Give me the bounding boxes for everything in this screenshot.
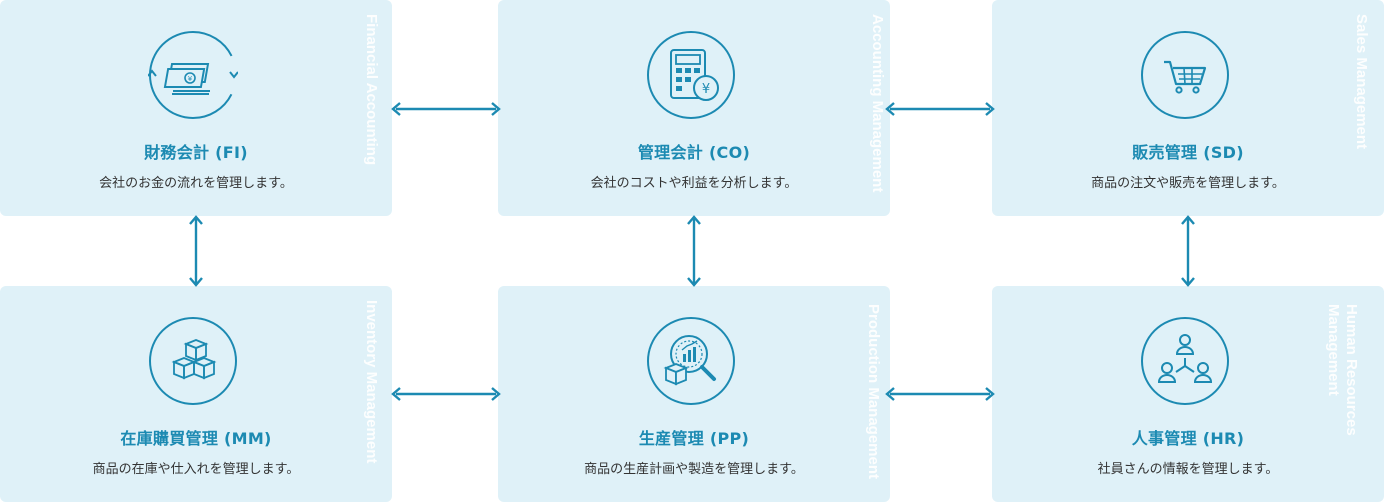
module-title: 在庫購買管理 (MM) [120, 429, 272, 448]
module-card-hr: 人事管理 (HR) 社員さんの情報を管理します。 Human Resources… [992, 286, 1384, 502]
arrow-mm-pp [390, 386, 502, 402]
module-english-label: Sales Management [1353, 14, 1370, 150]
magnifier-chart-box-icon [646, 316, 736, 406]
arrow-fi-mm [188, 214, 204, 288]
module-english-label: Financial Accounting [363, 14, 380, 166]
stacked-boxes-icon [148, 316, 238, 406]
module-english-label: Inventory Management [363, 300, 380, 464]
module-title: 販売管理 (SD) [1132, 143, 1244, 162]
calculator-yen-icon: ¥ [646, 30, 736, 120]
module-english-label: Human Resources Management [1325, 304, 1360, 436]
module-english-label: Production Management [865, 304, 882, 480]
arrow-co-pp [686, 214, 702, 288]
people-hierarchy-icon [1140, 316, 1230, 406]
arrow-fi-co [390, 101, 502, 117]
module-description: 商品の在庫や仕入れを管理します。 [92, 462, 300, 477]
module-title: 人事管理 (HR) [1131, 429, 1245, 448]
arrow-co-sd [884, 101, 996, 117]
module-title: 財務会計 (FI) [144, 143, 248, 162]
module-description: 会社のお金の流れを管理します。 [99, 176, 293, 191]
module-description: 会社のコストや利益を分析します。 [590, 176, 798, 191]
module-description: 商品の注文や販売を管理します。 [1091, 176, 1285, 191]
svg-text:¥: ¥ [702, 82, 710, 97]
module-card-fi: ¥ 財務会計 (FI) 会社のお金の流れを管理します。 Financial Ac… [0, 0, 392, 216]
module-english-label: Accounting Management [869, 14, 886, 193]
svg-text:¥: ¥ [188, 75, 193, 83]
module-description: 社員さんの情報を管理します。 [1097, 462, 1279, 477]
module-card-co: ¥ 管理会計 (CO) 会社のコストや利益を分析します。 Accounting … [498, 0, 890, 216]
shopping-cart-icon [1140, 30, 1230, 120]
module-card-pp: 生産管理 (PP) 商品の生産計画や製造を管理します。 Production M… [498, 286, 890, 502]
module-title: 管理会計 (CO) [637, 143, 751, 162]
arrow-sd-hr [1180, 214, 1196, 288]
yen-banknotes-icon: ¥ [148, 30, 238, 120]
module-title: 生産管理 (PP) [638, 429, 750, 448]
module-description: 商品の生産計画や製造を管理します。 [584, 462, 804, 477]
module-card-mm: 在庫購買管理 (MM) 商品の在庫や仕入れを管理します。 Inventory M… [0, 286, 392, 502]
arrow-pp-hr [884, 386, 996, 402]
module-card-sd: 販売管理 (SD) 商品の注文や販売を管理します。 Sales Manageme… [992, 0, 1384, 216]
